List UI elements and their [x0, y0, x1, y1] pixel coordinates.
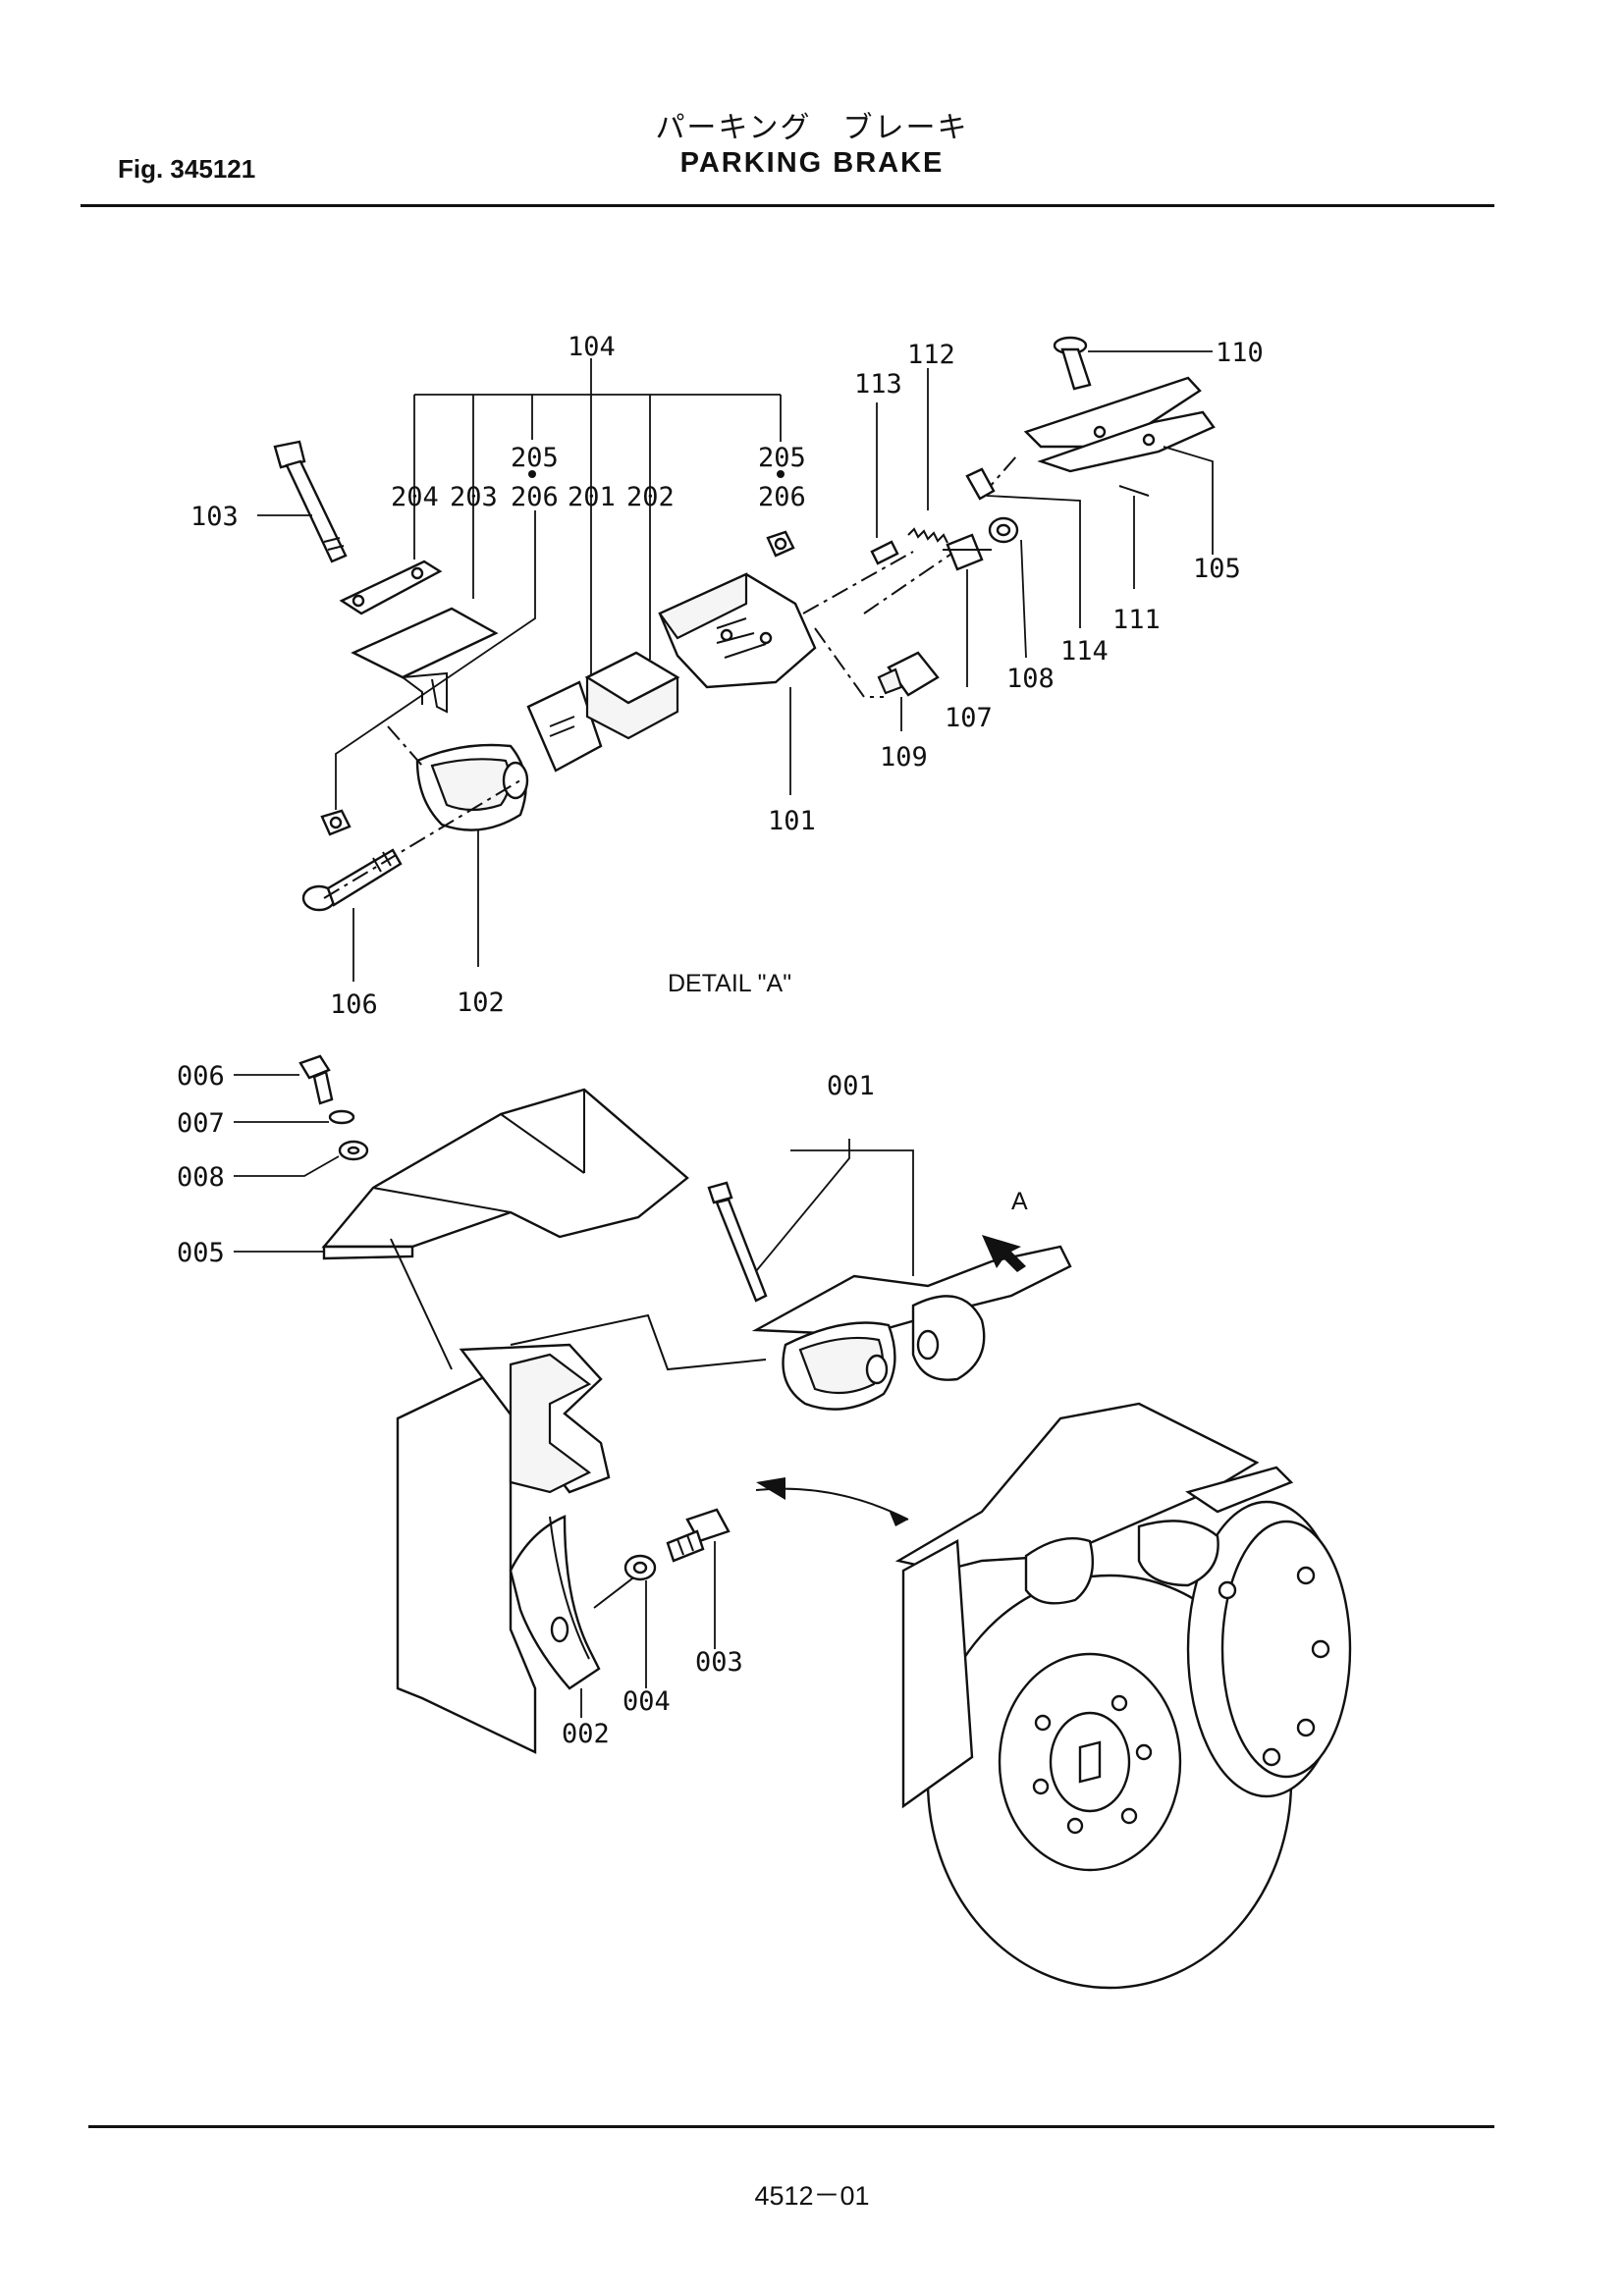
- brake-assembly-001: [707, 1139, 1072, 1411]
- figure-number: Fig. 345121: [118, 154, 256, 184]
- callout-102: 102: [457, 988, 505, 1018]
- callout-201: 201: [568, 482, 616, 512]
- nut-205-206: [766, 530, 795, 558]
- washer-008: [234, 1140, 369, 1177]
- bolt-103: [257, 440, 348, 563]
- clip-111: [1118, 485, 1150, 589]
- brake-pad-202: [584, 538, 680, 740]
- callout-206: 206: [511, 482, 559, 512]
- callout-103: 103: [190, 502, 239, 532]
- callout-107: 107: [945, 703, 993, 733]
- header-rule: [81, 204, 1494, 207]
- caliper-bracket-002: [396, 1343, 611, 1754]
- callout-001: 001: [827, 1071, 875, 1101]
- page-title: PARKING BRAKE: [679, 147, 945, 179]
- callout-111: 111: [1112, 605, 1161, 635]
- callout-110: 110: [1216, 338, 1264, 368]
- tensioner-109: [877, 651, 940, 731]
- callout-105: 105: [1193, 554, 1241, 584]
- group-dot: [777, 470, 785, 478]
- callout-109: 109: [880, 742, 928, 773]
- bolt-003: [666, 1508, 731, 1649]
- footer-rule: [88, 2125, 1494, 2128]
- lock-washer-007: [234, 1109, 355, 1125]
- bolt-006: [234, 1054, 334, 1105]
- lever-plate-105: [1023, 376, 1216, 555]
- callout-007: 007: [177, 1108, 225, 1139]
- callout-002: 002: [562, 1719, 610, 1749]
- spring-112: [907, 368, 948, 544]
- callout-204: 204: [391, 482, 439, 512]
- callout-labels: 104 205 206 205 206 204 203 201 202 103 …: [177, 332, 1264, 1749]
- callout-005: 005: [177, 1238, 225, 1268]
- callout-112: 112: [907, 340, 955, 370]
- callout-114: 114: [1060, 636, 1109, 667]
- callout-106: 106: [330, 989, 378, 1020]
- callout-203: 203: [450, 482, 498, 512]
- nut-205-206-left: [320, 510, 536, 836]
- bracket-203: [351, 486, 499, 714]
- pin-113: [870, 402, 899, 565]
- callout-104: 104: [568, 332, 616, 362]
- view-arrow-label: A: [1011, 1188, 1028, 1215]
- callout-202: 202: [626, 482, 675, 512]
- callout-205: 205: [511, 443, 559, 473]
- page-title-japanese: パーキング ブレーキ: [655, 111, 969, 145]
- callout-008: 008: [177, 1162, 225, 1193]
- group-dot: [528, 470, 536, 478]
- bolt-106: [301, 848, 403, 982]
- callout-003: 003: [695, 1647, 743, 1678]
- pin-114: [965, 467, 1081, 628]
- callout-108: 108: [1006, 664, 1055, 694]
- callout-101: 101: [768, 806, 816, 836]
- callout-113: 113: [854, 369, 902, 400]
- main-assembly-view: A: [234, 1054, 1352, 1990]
- pin-110: [1053, 336, 1213, 391]
- housing-101: [658, 572, 817, 795]
- detail-a-exploded-view: [257, 336, 1216, 982]
- cover-005: [234, 1088, 689, 1370]
- washer-004: [623, 1554, 657, 1688]
- washer-108: [988, 516, 1027, 659]
- lever-107: [943, 533, 992, 687]
- callout-206: 206: [758, 482, 806, 512]
- plate-204: [339, 491, 443, 615]
- installation-arrow: [755, 1477, 909, 1526]
- detail-a-label: DETAIL "A": [668, 970, 791, 997]
- caliper-arm-102: [415, 743, 529, 967]
- callout-004: 004: [623, 1686, 671, 1717]
- shim-201: [526, 538, 603, 773]
- installed-brake-on-disc: [894, 1402, 1352, 1990]
- callout-205: 205: [758, 443, 806, 473]
- page-number: 4512－01: [754, 2181, 870, 2211]
- view-a-arrow: A: [982, 1188, 1028, 1272]
- callout-006: 006: [177, 1061, 225, 1092]
